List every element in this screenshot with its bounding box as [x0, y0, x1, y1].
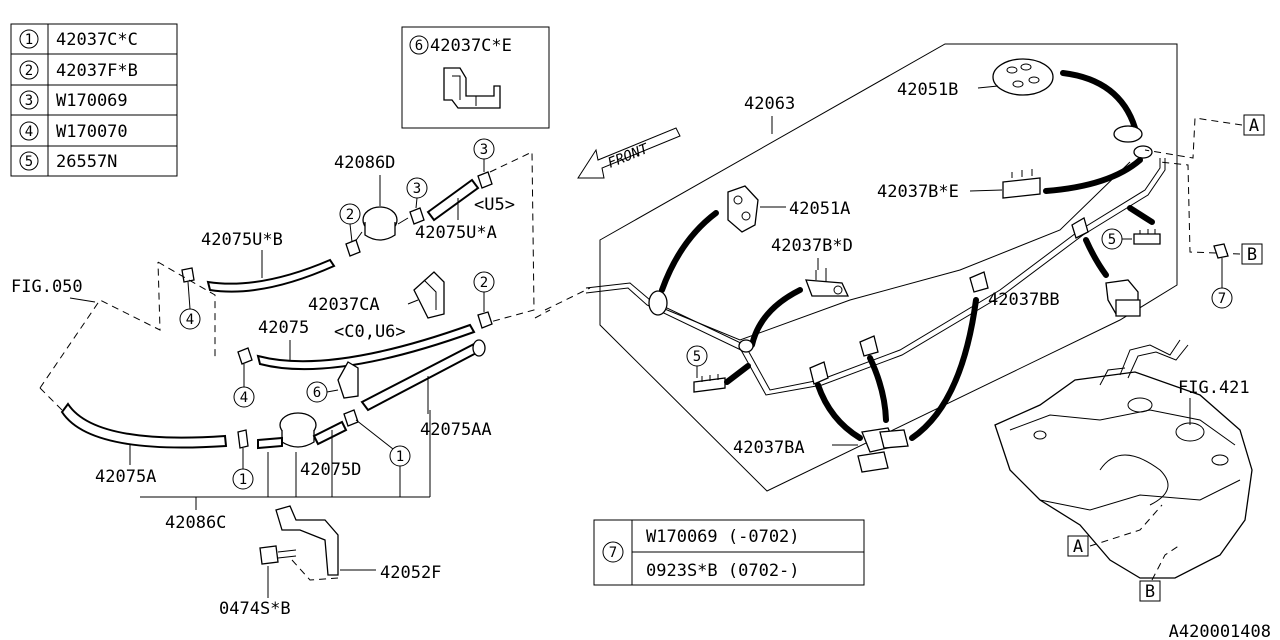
clip-42037CA: 42037CA: [308, 271, 445, 319]
front-arrow: FRONT: [577, 127, 681, 179]
pipe-assembly-outline: 42063: [599, 43, 1178, 492]
legend-row: 1 42037C*C: [19, 29, 138, 50]
label-0474SB: 0474S*B: [219, 599, 291, 619]
label-42075A: 42075A: [95, 467, 156, 487]
clip-icon: [443, 67, 501, 109]
valve-42086C: 42075D 42086C: [140, 409, 431, 533]
clip-26557N-left: 5: [686, 345, 751, 393]
ref-A-label: A: [1073, 537, 1083, 557]
hose-42075AA: 42075AA: [360, 339, 492, 440]
label-42037CA: 42037CA: [308, 295, 380, 315]
label-42075: 42075: [258, 318, 309, 338]
label-42086C: 42086C: [165, 513, 226, 533]
label-42086D: 42086D: [334, 153, 395, 173]
reference-A-top: A: [1144, 114, 1265, 159]
label-42037BD: 42037B*D: [771, 236, 853, 256]
main-pipes: [534, 158, 1166, 396]
pipe-clips: [809, 217, 1089, 385]
callout-2: 2: [346, 207, 354, 223]
callout-4: 4: [186, 312, 194, 328]
legend-row: 2 42037F*B: [19, 60, 138, 81]
label-fig050: FIG.050: [11, 277, 83, 297]
legend-code: W170070: [56, 122, 128, 142]
label-42051B: 42051B: [897, 80, 958, 100]
label-42037BE: 42037B*E: [877, 182, 959, 202]
callout-5: 5: [1108, 232, 1116, 248]
label-fig421: FIG.421: [1178, 378, 1250, 398]
label-42052F: 42052F: [380, 563, 441, 583]
legend-code: W170069: [56, 91, 128, 111]
front-label: FRONT: [606, 140, 653, 171]
label-42037BB: 42037BB: [988, 290, 1060, 310]
reference-B-top: B 7: [1159, 161, 1263, 309]
hose-42075UA: 42075U*A <U5>: [409, 171, 515, 243]
legend-num: 5: [25, 154, 33, 170]
diagram-id: A420001408: [1169, 622, 1271, 640]
table-7-row: W170069 (-0702): [646, 527, 800, 547]
clip-6: 6: [306, 361, 359, 403]
fuel-tank: FIG.421: [994, 339, 1253, 579]
label-42063: 42063: [744, 94, 795, 114]
bolt-0474SB: 0474S*B: [219, 545, 297, 619]
bracket-42052F: 42052F: [275, 505, 441, 583]
table-7: 7 W170069 (-0702) 0923S*B (0702-): [593, 519, 865, 586]
legend-num: 3: [25, 93, 33, 109]
legend-row: 5 26557N: [19, 151, 117, 172]
legend-code: 42037C*C: [56, 30, 138, 50]
inset-part-code: 42037C*E: [430, 36, 512, 56]
inset-callout-num: 6: [415, 38, 423, 54]
ref-B-label: B: [1145, 582, 1155, 602]
callouts-left: 2 3 3 2 4 4 1 1: [179, 138, 495, 490]
callout-3: 3: [413, 181, 421, 197]
legend-num: 4: [25, 124, 33, 140]
label-c0u6: <C0,U6>: [334, 322, 406, 342]
hose-42075A: 42075A: [60, 402, 249, 487]
legend-code: 42037F*B: [56, 61, 138, 81]
label-u5: <U5>: [474, 195, 515, 215]
clip-42037BD: 42037B*D: [738, 236, 853, 353]
label-42075D: 42075D: [300, 460, 361, 480]
callout-1: 1: [396, 449, 404, 465]
clip-26557N-right: 5: [1101, 205, 1161, 250]
callout-2: 2: [480, 275, 488, 291]
hose-42075UB: 42075U*B: [181, 230, 361, 293]
reference-B-bottom: B: [1139, 544, 1181, 602]
callout-7: 7: [1218, 291, 1226, 307]
callout-1: 1: [239, 472, 247, 488]
ref-A-label: A: [1249, 116, 1259, 136]
label-42075AA: 42075AA: [420, 420, 492, 440]
legend-row: 4 W170070: [19, 121, 128, 142]
legend-num: 1: [25, 32, 33, 48]
label-42051A: 42051A: [789, 199, 850, 219]
inset-clip-6: 6 42037C*E: [401, 26, 550, 129]
table-7-num: 7: [609, 545, 617, 561]
callout-6: 6: [313, 385, 321, 401]
ref-B-label: B: [1247, 245, 1257, 265]
table-7-row: 0923S*B (0702-): [646, 561, 800, 581]
callout-4: 4: [240, 390, 248, 406]
hose-42075: 42075 <C0,U6>: [237, 311, 493, 371]
canister-42086D: 42086D: [334, 153, 409, 247]
grommet-42051A: 42051A: [648, 185, 850, 316]
grommet-42051B: 42051B: [897, 58, 1138, 131]
legend-code: 26557N: [56, 152, 117, 172]
callout-5: 5: [693, 349, 701, 365]
reference-A-bottom: A: [1067, 504, 1163, 557]
dashed-leaders-left: FIG.050: [11, 151, 535, 411]
legend-table: 1 42037C*C 2 42037F*B 3 W170069 4 W17007…: [10, 23, 178, 177]
label-42075UB: 42075U*B: [201, 230, 283, 250]
clip-42037BB: 42037BB: [988, 237, 1141, 317]
clip-42037BA: 42037BA: [733, 297, 979, 473]
callout-3: 3: [480, 142, 488, 158]
legend-row: 3 W170069: [19, 90, 128, 111]
label-42075UA: 42075U*A: [415, 223, 497, 243]
legend-num: 2: [25, 63, 33, 79]
clip-42037BE: 42037B*E: [877, 157, 1143, 202]
label-42037BA: 42037BA: [733, 438, 805, 458]
filler-neck-connector: [1113, 125, 1153, 159]
